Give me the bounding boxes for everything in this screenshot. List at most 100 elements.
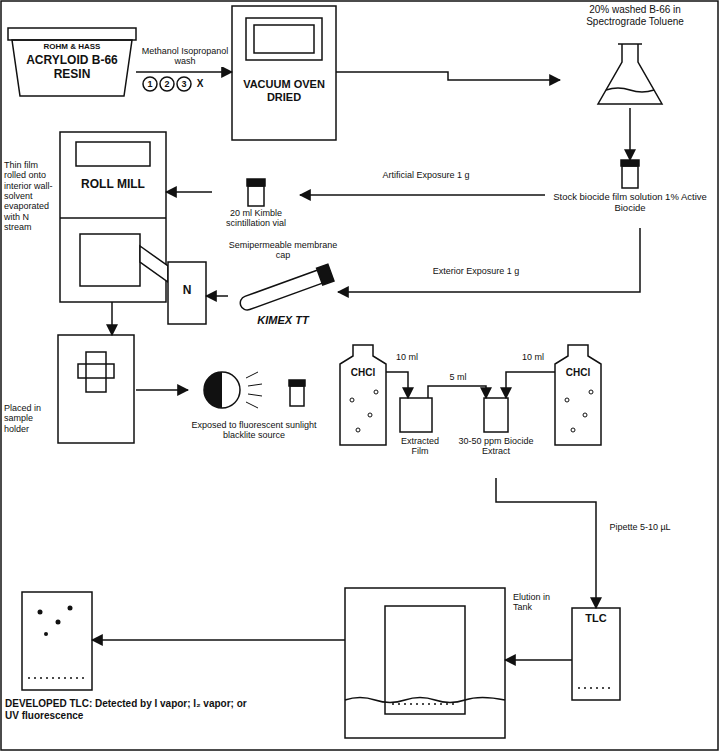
flow-arrow	[206, 295, 228, 297]
node-title: DEVELOPED TLC: Detected by I vapor; I₂ v…	[5, 698, 255, 721]
node-title: ROHM & HASS	[22, 42, 122, 51]
vial	[290, 386, 304, 406]
callout-number: 3	[177, 79, 191, 89]
kimex-tube: Semipermeable membrane capKIMEX TT	[228, 240, 338, 335]
tlc-plate	[572, 608, 620, 700]
flow-arrow	[386, 372, 408, 398]
node-note: Thin film rolled onto interior wall-solv…	[4, 160, 58, 232]
vial-cap	[247, 179, 265, 186]
solvent-bottle	[555, 345, 601, 445]
vial	[248, 186, 264, 206]
flask: 20% washed B-66 in Spectrograde Toluene	[560, 4, 710, 108]
flow-arrow	[136, 71, 232, 73]
node-title: ROLL MILL	[62, 178, 164, 192]
wash-circle	[143, 77, 157, 91]
elution-tank: Elution in Tank	[345, 588, 505, 738]
vial	[484, 398, 508, 432]
edge-label: Artificial Exposure 1 g	[360, 170, 492, 180]
developed-plate	[22, 592, 92, 690]
nitrogen-tank	[168, 262, 206, 324]
light-source: Exposed to fluorescent sunlight blacklit…	[188, 368, 320, 460]
nitrogen-hose	[140, 246, 168, 282]
callout-number: X	[193, 78, 207, 90]
node-title: Elution in Tank	[513, 592, 569, 613]
roll-mill: ROLL MILL Thin film rolled onto interior …	[4, 132, 166, 302]
tlc-plate: TLC	[572, 608, 620, 700]
node-title: TLC	[572, 612, 620, 625]
callout-number: 2	[160, 79, 174, 89]
sample-holder	[58, 335, 134, 443]
node-title: 30-50 ppm Biocide Extract	[450, 436, 542, 457]
biocide-extract-vial: 30-50 ppm Biocide Extract	[450, 398, 542, 478]
holder-clamp	[78, 364, 114, 378]
flow-arrow	[136, 389, 188, 391]
roll-mill-roller	[80, 234, 140, 286]
kimex-tube	[238, 268, 327, 312]
node-title: Extracted Film	[395, 436, 445, 457]
node-title: N	[168, 284, 206, 298]
node-title: Placed in sample holder	[4, 403, 56, 434]
tank-solvent	[345, 698, 505, 703]
oven-window	[254, 25, 314, 53]
callout-number: 1	[143, 79, 157, 89]
holder-clamp	[86, 352, 106, 392]
node-title: CHCl	[340, 367, 386, 379]
tlc-spots	[578, 687, 614, 689]
flask-rim	[618, 43, 642, 45]
roll-mill-window	[76, 142, 150, 166]
bucket-body	[12, 40, 132, 96]
nitrogen-tank: N	[168, 262, 206, 324]
stock-vial: Stock biocide film solution 1% Active Bi…	[545, 160, 715, 228]
vacuum-oven: VACUUM OVEN DRIED	[232, 6, 336, 140]
flask-liquid	[606, 88, 654, 92]
scintillation-vial: 20 ml Kimble scintillation vial	[212, 178, 300, 250]
membrane-cap	[317, 264, 334, 285]
resin-bucket: ROHM & HASS ACRYLOID B-66 RESIN	[8, 28, 136, 96]
elution-tank	[345, 588, 505, 738]
node-title: CHCl	[555, 367, 601, 379]
flask	[598, 44, 662, 104]
edge-label: 10 ml	[512, 352, 554, 362]
edge-label: Pipette 5-10 µL	[604, 522, 676, 532]
node-title: Semipermeable membrane cap	[228, 240, 338, 261]
light-source	[204, 372, 240, 408]
edge-label: 10 ml	[386, 352, 428, 362]
oven-window	[246, 18, 322, 60]
oven-body	[232, 6, 336, 140]
solvent-bottle: CHCl	[555, 345, 601, 445]
developed-tlc: DEVELOPED TLC: Detected by I vapor; I₂ v…	[22, 592, 92, 690]
node-title: 20% washed B-66 in Spectrograde Toluene	[560, 4, 710, 27]
flow-arrow	[336, 72, 560, 80]
roll-mill	[60, 132, 166, 302]
tlc-spots	[38, 606, 73, 637]
flow-arrow	[111, 302, 113, 335]
edge-label: Exterior Exposure 1 g	[400, 266, 552, 276]
solvent-bottle	[340, 345, 386, 445]
vial	[622, 166, 638, 188]
node-title: Exposed to fluorescent sunlight blacklit…	[188, 420, 320, 441]
flow-arrow	[629, 108, 631, 160]
light-rays	[246, 372, 262, 408]
wash-circle	[177, 77, 191, 91]
edge-label: Methanol Isopropanol wash	[140, 46, 230, 67]
node-note: KIMEX TT	[228, 314, 338, 327]
flow-arrow	[496, 478, 596, 608]
solvent-bottle: CHCl	[340, 345, 386, 445]
bubbles	[350, 390, 593, 432]
flow-arrow	[338, 228, 640, 292]
light-source	[204, 372, 222, 408]
node-note: ACRYLOID B-66 RESIN	[22, 54, 122, 82]
edge-label: 5 ml	[437, 372, 479, 382]
bucket-lid	[8, 28, 136, 40]
tlc-spots	[392, 703, 458, 705]
node-title: VACUUM OVEN DRIED	[236, 78, 332, 103]
flow-arrow	[506, 372, 555, 398]
sample-holder: Placed in sample holder	[4, 335, 136, 443]
vial-cap	[621, 160, 639, 166]
extracted-film-vial: Extracted Film	[395, 398, 445, 466]
flow-arrow	[92, 639, 345, 641]
roll-mill-panel	[60, 217, 166, 219]
tlc-spots	[28, 677, 86, 679]
flow-arrow	[166, 191, 212, 193]
